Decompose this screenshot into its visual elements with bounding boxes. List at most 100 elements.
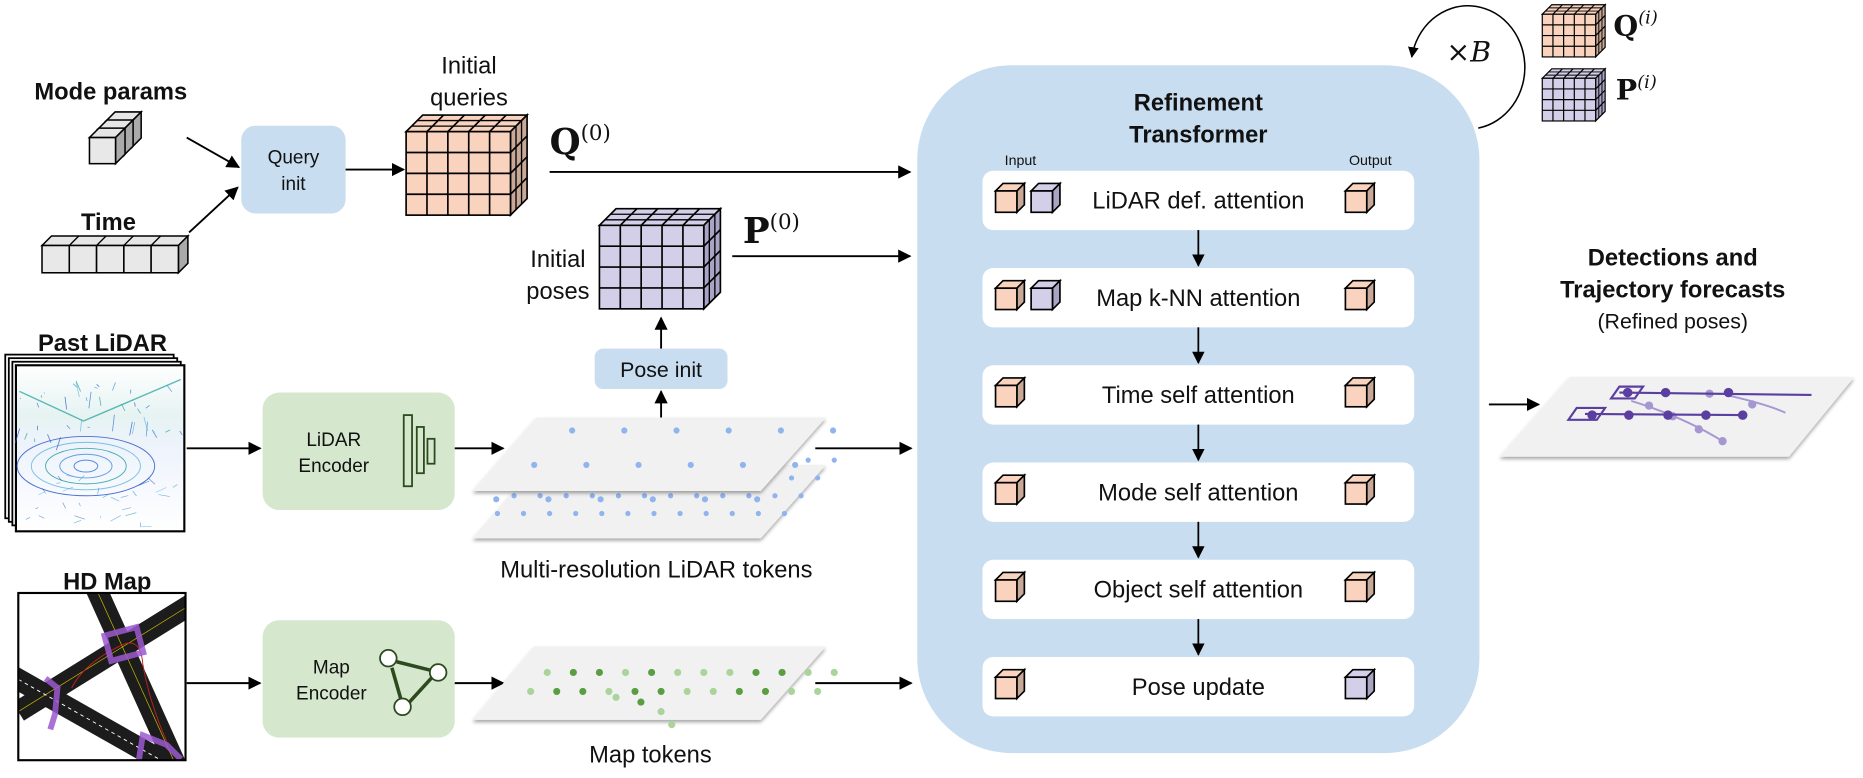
query-token-icon [996,378,1025,407]
refinement-block-label: LiDAR def. attention [1092,189,1304,215]
mode-params-label: Mode params [34,80,187,106]
lidar-token [789,475,794,480]
lidar-token [642,493,647,498]
refinement-block-label: Map k-NN attention [1096,286,1300,312]
lidar-token [792,462,798,468]
lidar-token [538,493,543,498]
lidar-token [598,496,604,502]
map-encoder-module: Map Encoder [263,620,455,737]
lidar-token [650,496,656,502]
map-token [612,694,619,701]
lidar-token [547,511,552,516]
map-token [553,688,560,695]
lidar-token [778,427,784,433]
pose-init-module: Pose init [595,349,728,389]
query-token-icon [996,475,1025,504]
lidar-token [493,496,499,502]
refinement-title-1: Refinement [1134,90,1263,116]
query-init-label-2: init [281,174,306,195]
lidar-token [720,493,725,498]
arrow-time-to-query-init [189,187,238,232]
refinement-block-label: Pose update [1132,675,1265,701]
map-encoder-label-1: Map [313,658,350,679]
query-token-icon [1345,281,1374,310]
past-lidar-stack [5,355,184,532]
lidar-token [704,511,709,516]
query-token-icon [1345,183,1374,212]
lidar-token [694,493,699,498]
refinement-block: Object self attention [982,560,1414,619]
map-token [605,688,612,695]
map-token [596,669,603,676]
refinement-block: Mode self attention [982,463,1414,522]
map-token [622,669,629,676]
pose-token-icon [1031,183,1060,212]
pose-token-icon [1031,281,1060,310]
pose-token-icon [1345,670,1374,699]
lidar-token [616,493,621,498]
lidar-token [545,496,551,502]
lidar-tokens-label: Multi-resolution LiDAR tokens [500,558,812,584]
map-token [814,688,821,695]
initial-poses-label-2: poses [526,279,589,305]
map-token [658,708,665,715]
query-token-icon [996,572,1025,601]
output-column-label: Output [1349,153,1392,169]
map-token [579,688,586,695]
query-init-module: Query init [241,126,345,214]
map-token [788,688,795,695]
lidar-token [673,427,679,433]
map-encoder-label-2: Encoder [296,684,367,705]
pose-init-label: Pose init [620,358,702,382]
lidar-token [531,462,537,468]
refinement-block: Map k-NN attention [982,268,1414,327]
refinement-title-2: Transformer [1129,122,1267,148]
lidar-token [772,493,777,498]
query-token-icon [996,183,1025,212]
lidar-token [625,511,630,516]
initial-queries-tensor [406,115,527,215]
refinement-transformer: Refinement Transformer Input Output LiDA… [917,65,1479,753]
lidar-token [782,511,787,516]
output-title-2: Trajectory forecasts [1560,278,1785,304]
lidar-token [730,511,735,516]
time-label: Time [81,210,136,236]
query-token-icon [996,281,1025,310]
lidar-token [832,458,837,463]
refined-poses-tensor [1542,69,1605,121]
output-title-1: Detections and [1588,246,1758,272]
lidar-token [756,511,761,516]
lidar-token [569,427,575,433]
lidar-token [590,493,595,498]
map-token [637,699,644,706]
query-init-label-1: Query [268,148,320,169]
map-token [527,688,534,695]
map-token [752,669,759,676]
refinement-block: Time self attention [982,365,1414,424]
past-lidar-label: Past LiDAR [38,331,167,357]
refinement-block: LiDAR def. attention [982,171,1414,230]
p0-symbol: P(0) [743,210,800,252]
qi-symbol: Q(i) [1613,8,1657,43]
map-token [700,669,707,676]
input-column-label: Input [1005,153,1037,169]
lidar-token [521,511,526,516]
map-token [648,669,655,676]
arrow-mode-to-query-init [187,138,239,168]
map-token [631,688,638,695]
map-token [726,669,733,676]
refinement-block-label: Object self attention [1094,578,1304,604]
query-token-icon [1345,572,1374,601]
map-token [570,669,577,676]
map-tokens-plane [473,646,838,728]
mode-params-tensor [89,112,141,164]
map-token [779,669,786,676]
lidar-token [677,511,682,516]
query-token-icon [1345,475,1374,504]
initial-queries-label-1: Initial [441,54,496,80]
lidar-encoder-label-2: Encoder [298,456,369,477]
lidar-token [830,427,836,433]
lidar-token [635,462,641,468]
refinement-block: Pose update [982,657,1414,716]
map-token [674,669,681,676]
